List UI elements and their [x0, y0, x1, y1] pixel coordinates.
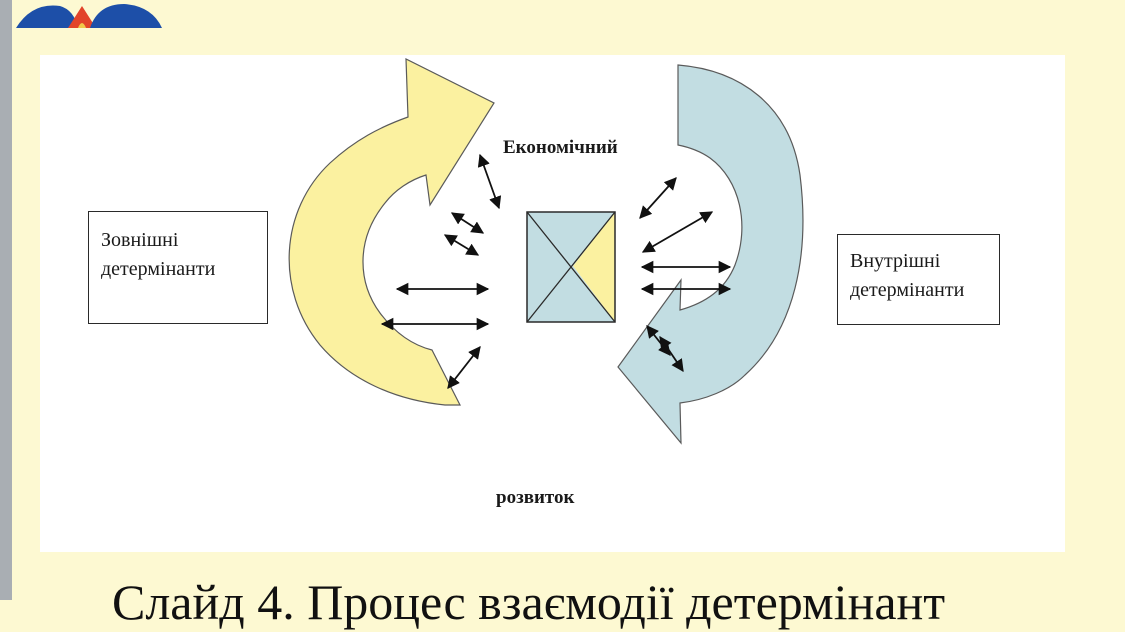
- slide-caption: Слайд 4. Процес взаємодії детермінант: [112, 574, 946, 630]
- interaction-diagram: [288, 58, 804, 445]
- right-curved-arrow: [617, 64, 804, 445]
- left-edge-strip: [0, 0, 12, 600]
- internal-determinants-line1: Внутрішні: [850, 250, 941, 272]
- interaction-arrow: [477, 153, 502, 210]
- logo: [12, 0, 172, 28]
- interaction-arrow: [659, 335, 684, 373]
- interaction-arrow: [450, 212, 485, 234]
- left-curved-arrow: [288, 58, 495, 406]
- internal-determinants-box: Внутрішні детермінанти: [837, 234, 1000, 325]
- external-determinants-line2: детермінанти: [101, 258, 216, 280]
- external-determinants-line1: Зовнішні: [101, 229, 179, 251]
- development-label: розвиток: [496, 487, 575, 508]
- interaction-arrow: [639, 177, 677, 219]
- interaction-arrow: [641, 211, 714, 253]
- center-square: [526, 211, 616, 323]
- interaction-arrow: [443, 234, 480, 256]
- economic-label: Економічний: [503, 137, 618, 158]
- external-determinants-box: Зовнішні детермінанти: [88, 211, 268, 324]
- diagram-panel: Зовнішні детермінанти Внутрішні детермін…: [40, 55, 1065, 552]
- interaction-arrow: [447, 346, 481, 389]
- internal-determinants-line2: детермінанти: [850, 279, 965, 301]
